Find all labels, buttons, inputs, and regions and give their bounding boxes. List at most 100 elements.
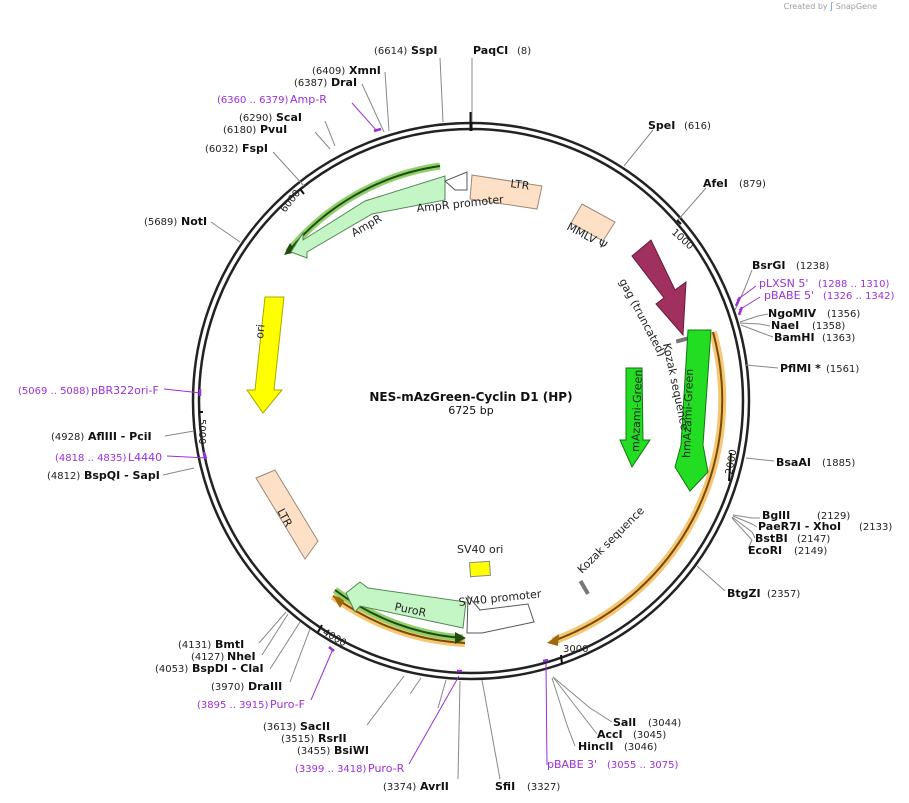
svg-text:(4818 .. 4835): (4818 .. 4835) (55, 453, 127, 464)
site-label-bamhi: BamHI (1363) (774, 331, 855, 344)
svg-text:(1326 .. 1342): (1326 .. 1342) (823, 291, 895, 302)
svg-text:RsrII: RsrII (318, 732, 347, 745)
svg-text:SalI: SalI (613, 716, 636, 729)
svg-text:(616): (616) (684, 121, 711, 132)
svg-text:pBABE 3': pBABE 3' (547, 758, 597, 771)
svg-text:(1358): (1358) (812, 321, 845, 332)
orf-arc-bottom (332, 595, 466, 644)
tick-label-5000: 5000 (196, 419, 207, 444)
svg-text:FspI: FspI (242, 142, 268, 155)
feature-label-ltr-top: LTR (510, 177, 531, 193)
svg-text:pBR322ori-F: pBR322ori-F (91, 384, 159, 397)
svg-text:SspI: SspI (411, 44, 437, 57)
kozak-top-shape (675, 336, 689, 344)
svg-text:BsiWI: BsiWI (334, 744, 369, 757)
site-label-btgzi: BtgZI (2357) (727, 587, 800, 600)
puro-green-arrow (455, 632, 466, 644)
svg-text:XmnI: XmnI (349, 64, 381, 77)
svg-text:(3374): (3374) (383, 782, 416, 793)
site-label-bsaai: BsaAI(1885) (776, 456, 855, 469)
svg-text:AccI: AccI (597, 728, 623, 741)
svg-text:(1363): (1363) (822, 333, 855, 344)
primer-label-pbabe-3: pBABE 3'(3055 .. 3075) (547, 758, 679, 771)
ori-shape (246, 296, 285, 414)
svg-text:(879): (879) (739, 179, 766, 190)
svg-text:SfiI: SfiI (495, 780, 515, 793)
primer-label-plxsn-5: pLXSN 5'(1288 .. 1310) (759, 277, 890, 290)
hmazami-green-shape (674, 329, 712, 492)
site-label-xmni: (6409) XmnI (312, 64, 381, 77)
svg-text:BstBI: BstBI (755, 532, 788, 545)
svg-text:(6032): (6032) (205, 144, 238, 155)
svg-text:BmtI: BmtI (215, 638, 244, 651)
svg-text:BsrGI: BsrGI (752, 259, 785, 272)
site-label-bglii: BglII(2129) (762, 509, 850, 522)
site-label-ecori: EcoRI(2149) (748, 544, 827, 557)
svg-text:Puro-F: Puro-F (270, 698, 305, 711)
svg-text:(3613): (3613) (263, 722, 296, 733)
site-label-acci: AccI(3045) (597, 728, 666, 741)
svg-text:AfeI: AfeI (703, 177, 728, 190)
svg-text:ScaI: ScaI (276, 111, 302, 124)
svg-text:(6387): (6387) (294, 78, 327, 89)
site-label-sfii: SfiI(3327) (495, 780, 560, 793)
site-label-pvui: (6180)PvuI (223, 123, 287, 136)
site-label-sacii: (3613) SacII (263, 720, 330, 733)
svg-text:(3455): (3455) (297, 746, 330, 757)
ampr-shape (290, 175, 446, 259)
svg-text:(3895 .. 3915): (3895 .. 3915) (197, 700, 269, 711)
svg-text:SpeI: SpeI (648, 119, 675, 132)
primer-label-puro-f: (3895 .. 3915)Puro-F (197, 698, 305, 711)
site-label-bsrgi: BsrGI (1238) (752, 259, 829, 272)
site-label-bspdi-clai: (4053)BspDI - ClaI (155, 662, 264, 675)
site-label-fspi: (6032) FspI (205, 142, 268, 155)
svg-text:(2147): (2147) (797, 534, 830, 545)
svg-text:L4440: L4440 (128, 451, 162, 464)
primer-label-pbabe-5: pBABE 5'(1326 .. 1342) (764, 289, 895, 302)
primer-leader-lines (163, 102, 761, 766)
gag-shape (631, 239, 687, 337)
watermark-prefix: Created by (783, 2, 828, 11)
site-label-noti: (5689)NotI (144, 215, 207, 228)
feature-label-kozak-bottom: Kozak sequence (575, 504, 647, 576)
svg-text:(6409): (6409) (312, 66, 345, 77)
plasmid-length: 6725 bp (448, 404, 493, 417)
svg-text:(2129): (2129) (817, 511, 850, 522)
feature-label-mazami-green: mAzami-Green (629, 369, 645, 452)
svg-text:(2133): (2133) (859, 522, 892, 533)
svg-text:(4812): (4812) (47, 471, 80, 482)
site-label-sali: SalI (3044) (613, 716, 681, 729)
svg-text:PvuI: PvuI (260, 123, 287, 136)
site-label-afliii-pcii: (4928)AflIII - PciI (51, 430, 152, 443)
svg-text:(2357): (2357) (767, 589, 800, 600)
site-label-bstbi: BstBI (2147) (755, 532, 830, 545)
tick-label-2000: 2000 (724, 449, 739, 476)
svg-text:(4131): (4131) (178, 640, 211, 651)
svg-text:(1238): (1238) (796, 261, 829, 272)
orf-arc-right (552, 331, 724, 642)
svg-text:NotI: NotI (181, 215, 207, 228)
svg-text:PaeR7I - XhoI: PaeR7I - XhoI (758, 520, 841, 533)
svg-text:PaqCI: PaqCI (473, 44, 508, 57)
puror-shape (345, 581, 467, 629)
svg-text:BtgZI: BtgZI (727, 587, 761, 600)
site-label-sspi: (6614)SspI (374, 44, 437, 57)
svg-text:(1885): (1885) (822, 458, 855, 469)
ltr-top-shape (469, 174, 543, 210)
site-label-ngomiv: NgoMIV(1356) (768, 307, 860, 320)
tick-marks (199, 188, 732, 665)
site-label-drai: (6387)DraI (294, 76, 357, 89)
svg-text:pLXSN 5': pLXSN 5' (759, 277, 808, 290)
site-label-rsrii: (3515)RsrII (281, 732, 347, 745)
site-leader-lines (162, 57, 779, 780)
svg-text:SacII: SacII (300, 720, 330, 733)
site-label-hincii: HincII(3046) (578, 740, 657, 753)
site-label-naei: NaeI(1358) (771, 319, 845, 332)
svg-text:(3044): (3044) (648, 718, 681, 729)
svg-text:Amp-R: Amp-R (290, 93, 327, 106)
svg-text:(4928): (4928) (51, 432, 84, 443)
svg-text:BamHI: BamHI (774, 331, 815, 344)
svg-text:(4053): (4053) (155, 664, 188, 675)
ltr-left-shape (255, 469, 319, 560)
plasmid-name: NES-mAzGreen-Cyclin D1 (HP) (369, 390, 572, 404)
